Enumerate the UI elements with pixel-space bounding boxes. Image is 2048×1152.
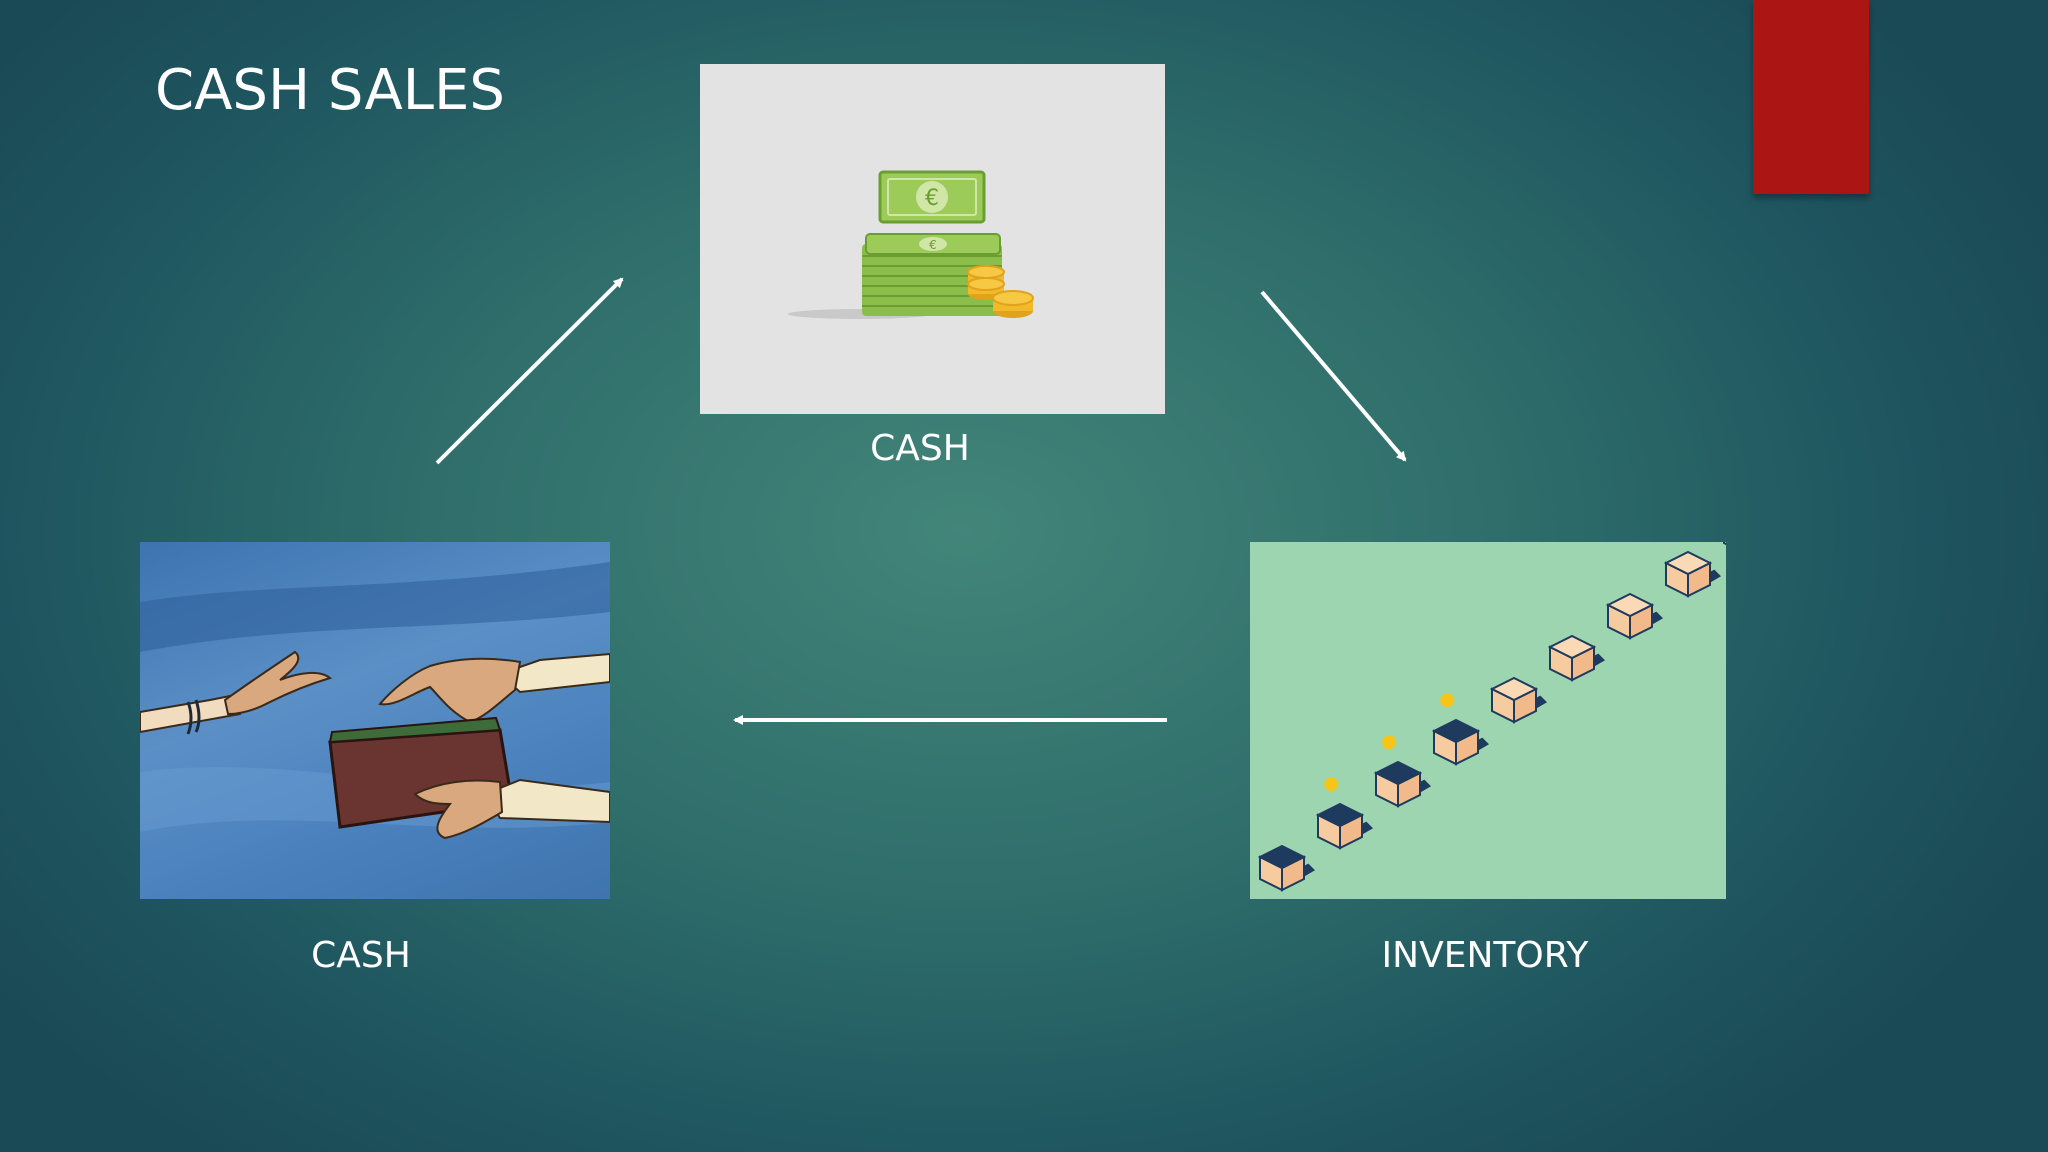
arrow-cash-to-cash [435,277,624,465]
arrow-cash-to-inventory [1260,290,1407,462]
slide-title: CASH SALES [155,58,505,123]
accent-bar [1753,0,1869,194]
cash-bottom-label: CASH [311,935,411,976]
payment-image [140,542,610,899]
cash-money-image: € € [700,64,1165,414]
inventory-image [1250,542,1726,899]
money-stack-icon: € € [788,170,1034,319]
wallet-hands-icon [140,562,610,840]
cash-top-label: CASH [870,428,970,469]
boxes-icon [1257,542,1726,892]
svg-text:€: € [925,186,939,211]
svg-text:€: € [929,238,937,252]
inventory-label: INVENTORY [1381,935,1589,976]
